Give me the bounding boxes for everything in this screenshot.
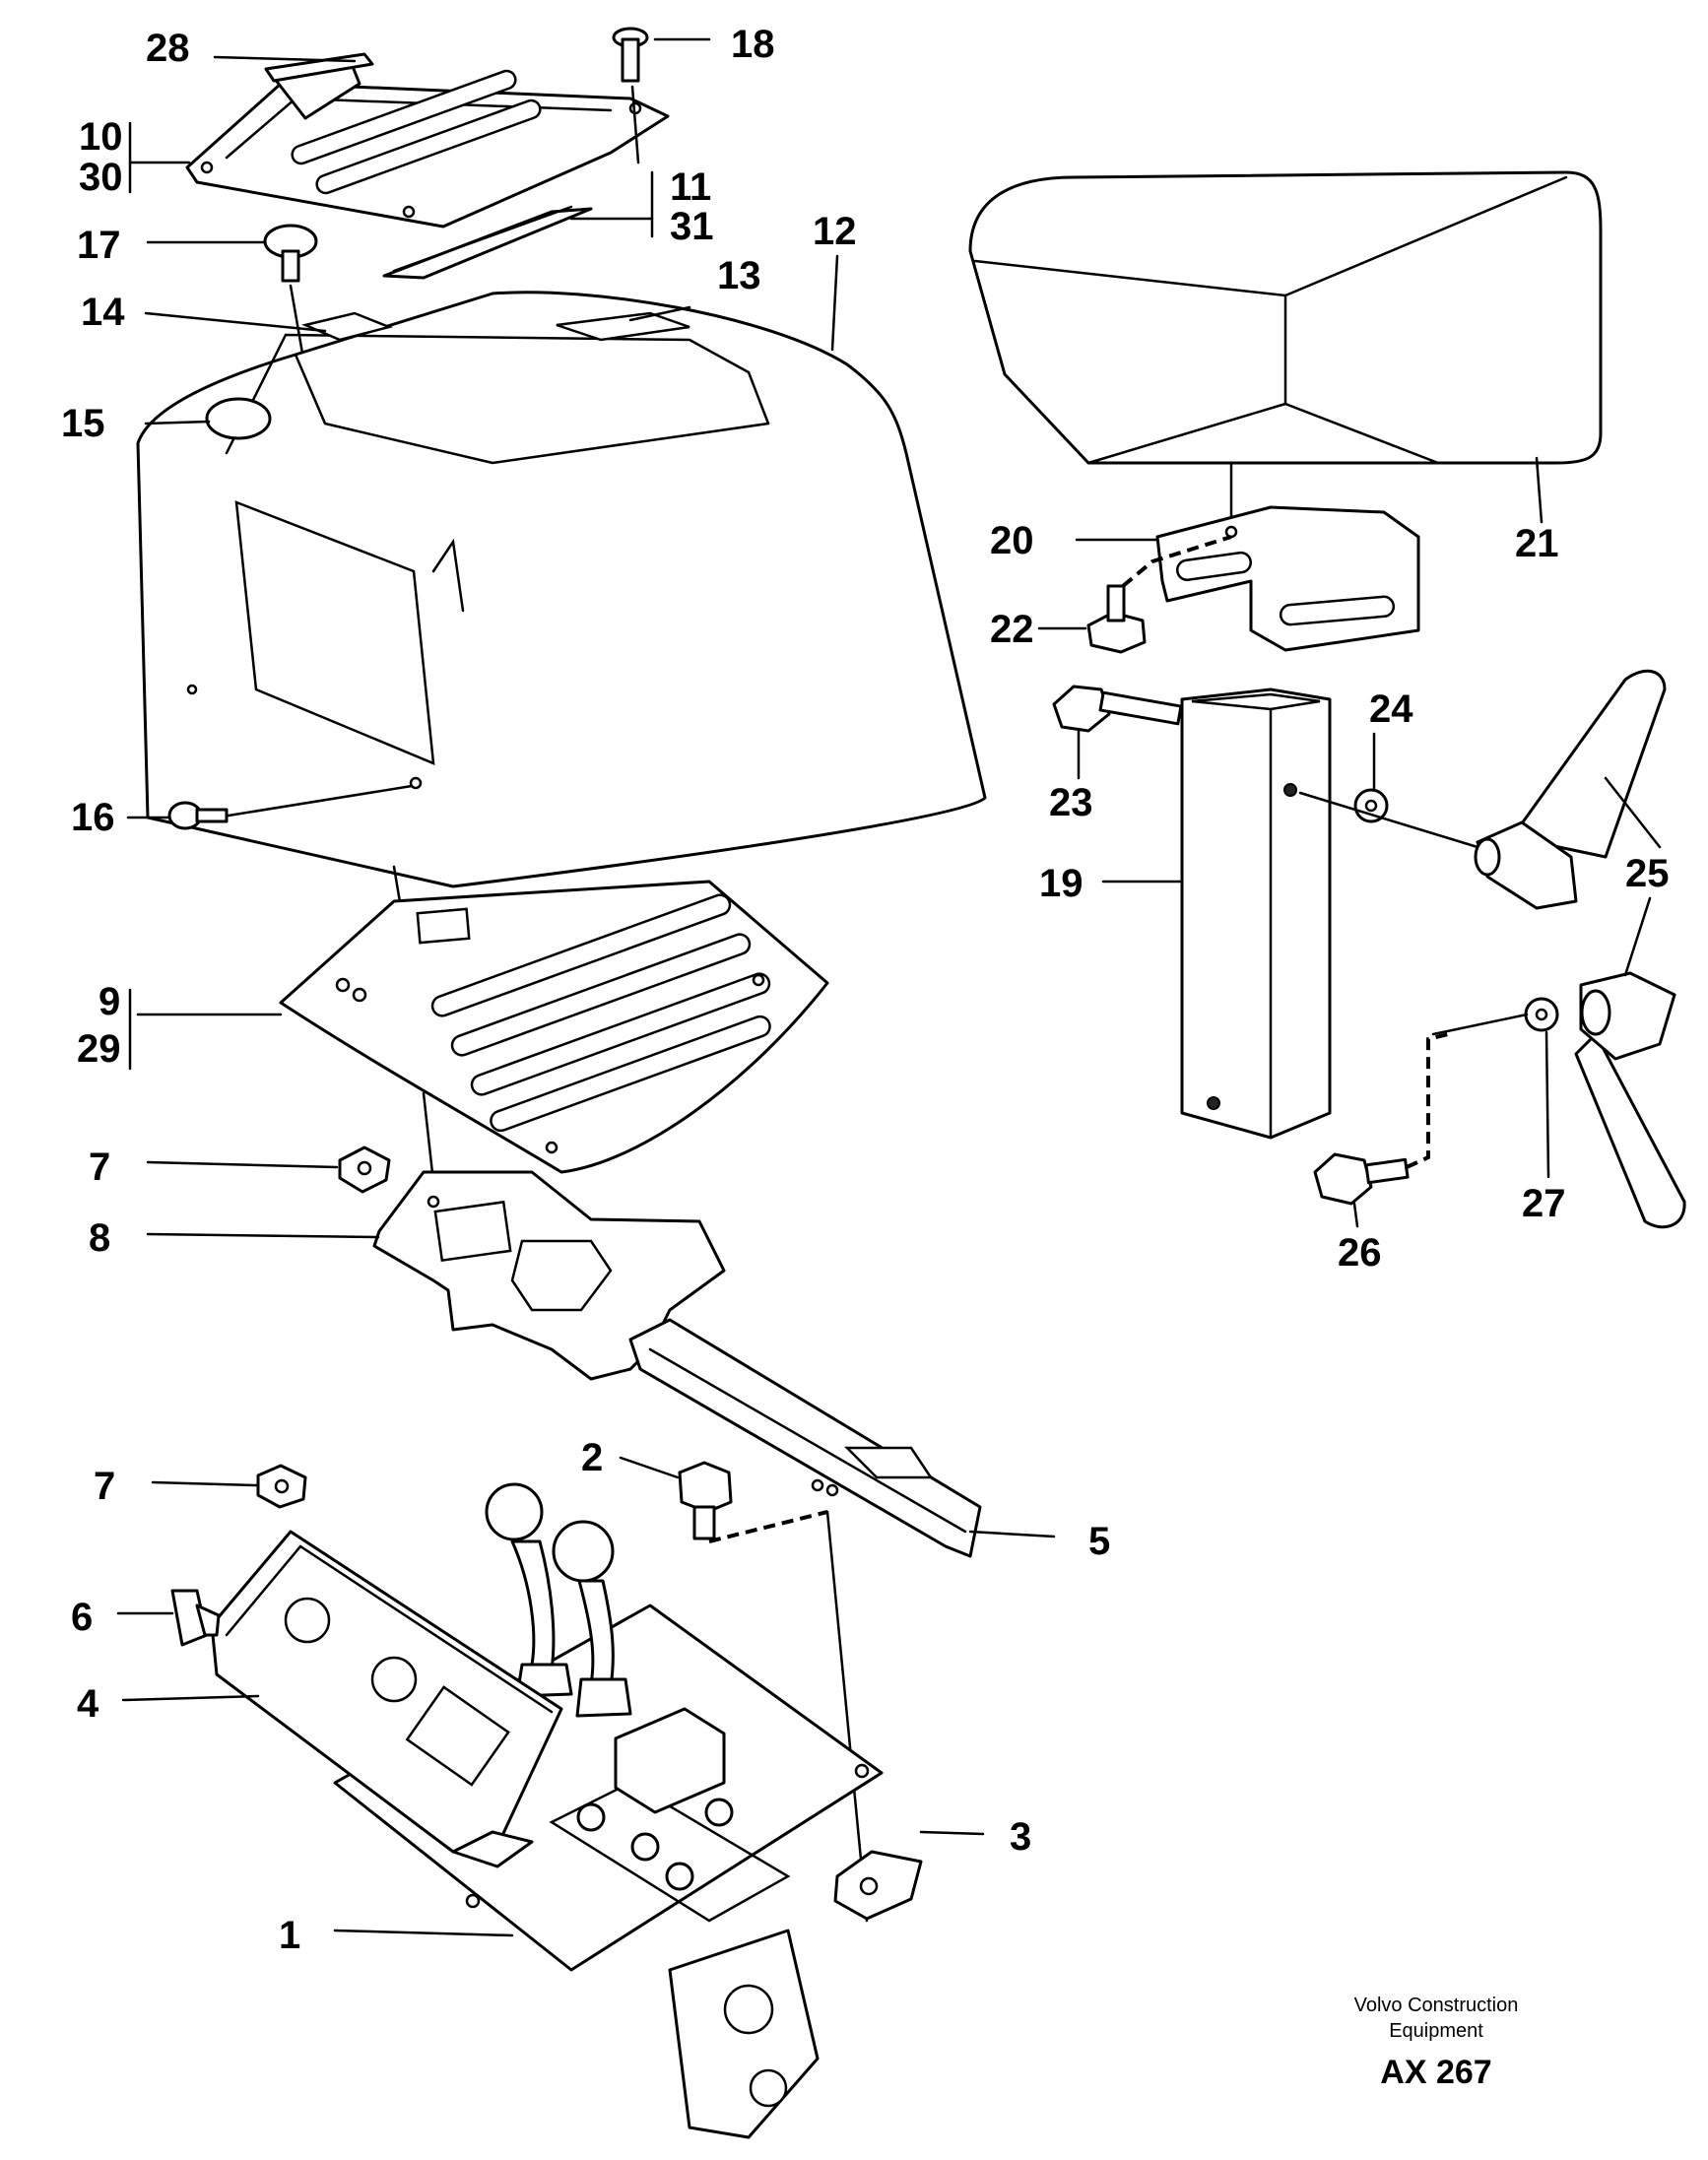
label-13: 13 (717, 254, 761, 297)
lever-25-lower (1574, 971, 1686, 1229)
drawing-code: AX 267 (1380, 2054, 1491, 2091)
leader-27 (1544, 1030, 1550, 1179)
axis-2-3 (825, 1510, 869, 1923)
screw-16 (167, 801, 229, 830)
label-21: 21 (1515, 522, 1559, 565)
leader-1 (333, 1929, 514, 1937)
label-30: 30 (79, 156, 123, 199)
post-tube (1180, 687, 1332, 1140)
armrest-pad (968, 170, 1603, 465)
label-20: 20 (990, 519, 1034, 562)
label-2: 2 (581, 1436, 603, 1479)
bolt-2 (678, 1461, 733, 1540)
leader-8 (146, 1232, 380, 1239)
credit-line-2: Equipment (1389, 2020, 1483, 2042)
leader-2 (619, 1456, 680, 1479)
valve-block (576, 1707, 734, 1891)
label-18: 18 (731, 23, 775, 66)
washer-24 (1353, 788, 1389, 823)
clip-6 (170, 1589, 221, 1647)
label-12: 12 (813, 210, 857, 253)
lever-left (485, 1482, 573, 1698)
leader-25-upper (1604, 776, 1662, 849)
bolt-22 (1086, 584, 1147, 654)
label-9: 9 (99, 980, 120, 1023)
label-6: 6 (71, 1596, 93, 1639)
leader-26 (1352, 1202, 1359, 1228)
axis-plate-gate (422, 1091, 435, 1184)
leader-13 (628, 305, 691, 322)
screw-18 (612, 27, 649, 83)
label-1: 1 (279, 1914, 300, 1957)
label-27: 27 (1522, 1182, 1566, 1225)
label-16: 16 (71, 796, 115, 839)
axis-24-25 (1298, 791, 1479, 849)
label-28: 28 (146, 27, 190, 70)
leader-3 (919, 1830, 985, 1836)
label-19: 19 (1039, 862, 1084, 905)
leader-5 (968, 1530, 1056, 1538)
leader-7-lower (151, 1480, 258, 1487)
nut-7-lower (256, 1464, 307, 1509)
callout-labels: 28 18 10 30 11 31 17 12 14 13 15 16 21 2… (61, 23, 1670, 1957)
label-24: 24 (1369, 687, 1413, 731)
dashed-path-26 (1406, 1032, 1449, 1169)
label-7-upper: 7 (89, 1145, 110, 1189)
label-25-upper: 25 (1625, 852, 1670, 895)
label-29: 29 (77, 1027, 121, 1071)
nut-7-upper (338, 1145, 391, 1194)
label-4: 4 (77, 1682, 99, 1726)
leader-25-lower (1623, 896, 1652, 977)
label-8: 8 (89, 1216, 110, 1260)
label-10: 10 (79, 115, 123, 159)
leader-4 (121, 1694, 260, 1702)
lever-25-upper (1474, 669, 1667, 910)
valve-body (668, 1929, 820, 2139)
leader-15 (144, 420, 211, 425)
label-26: 26 (1338, 1231, 1382, 1275)
label-22: 22 (990, 608, 1034, 651)
lever-right (552, 1520, 632, 1718)
label-17: 17 (77, 224, 121, 267)
leader-12 (830, 254, 839, 352)
axis-18 (630, 85, 640, 164)
nut-3 (833, 1850, 923, 1921)
leader-7-upper (146, 1160, 339, 1169)
leader-21 (1535, 456, 1544, 524)
label-11: 11 (670, 165, 711, 209)
rail-bracket (628, 1318, 982, 1558)
credit-line-1: Volvo Construction (1354, 1995, 1519, 2016)
axis-16 (227, 784, 414, 818)
label-7-lower: 7 (94, 1465, 115, 1508)
bolt-26 (1313, 1152, 1410, 1206)
main-housing (136, 291, 987, 888)
label-5: 5 (1088, 1520, 1110, 1563)
leader-14 (144, 311, 327, 333)
washer-27 (1524, 997, 1559, 1032)
side-cover (210, 1530, 563, 1868)
u-bracket (1155, 505, 1420, 652)
label-23: 23 (1049, 781, 1093, 824)
label-3: 3 (1010, 1815, 1031, 1859)
label-31: 31 (670, 205, 714, 248)
leader-28 (213, 55, 357, 63)
bolt-23 (1052, 685, 1183, 733)
middle-plate (279, 880, 829, 1174)
publisher-credit: Volvo Construction Equipment AX 267 (1354, 1995, 1519, 2091)
gate-plate (372, 1170, 726, 1381)
label-15: 15 (61, 402, 105, 445)
dashed-path-22 (1121, 535, 1232, 588)
knob-17 (263, 224, 318, 283)
label-14: 14 (81, 291, 125, 334)
top-cover-plate (185, 69, 670, 229)
axis-27 (1431, 1013, 1529, 1036)
dashed-path-2 (708, 1510, 828, 1543)
seal-strip (382, 205, 593, 280)
